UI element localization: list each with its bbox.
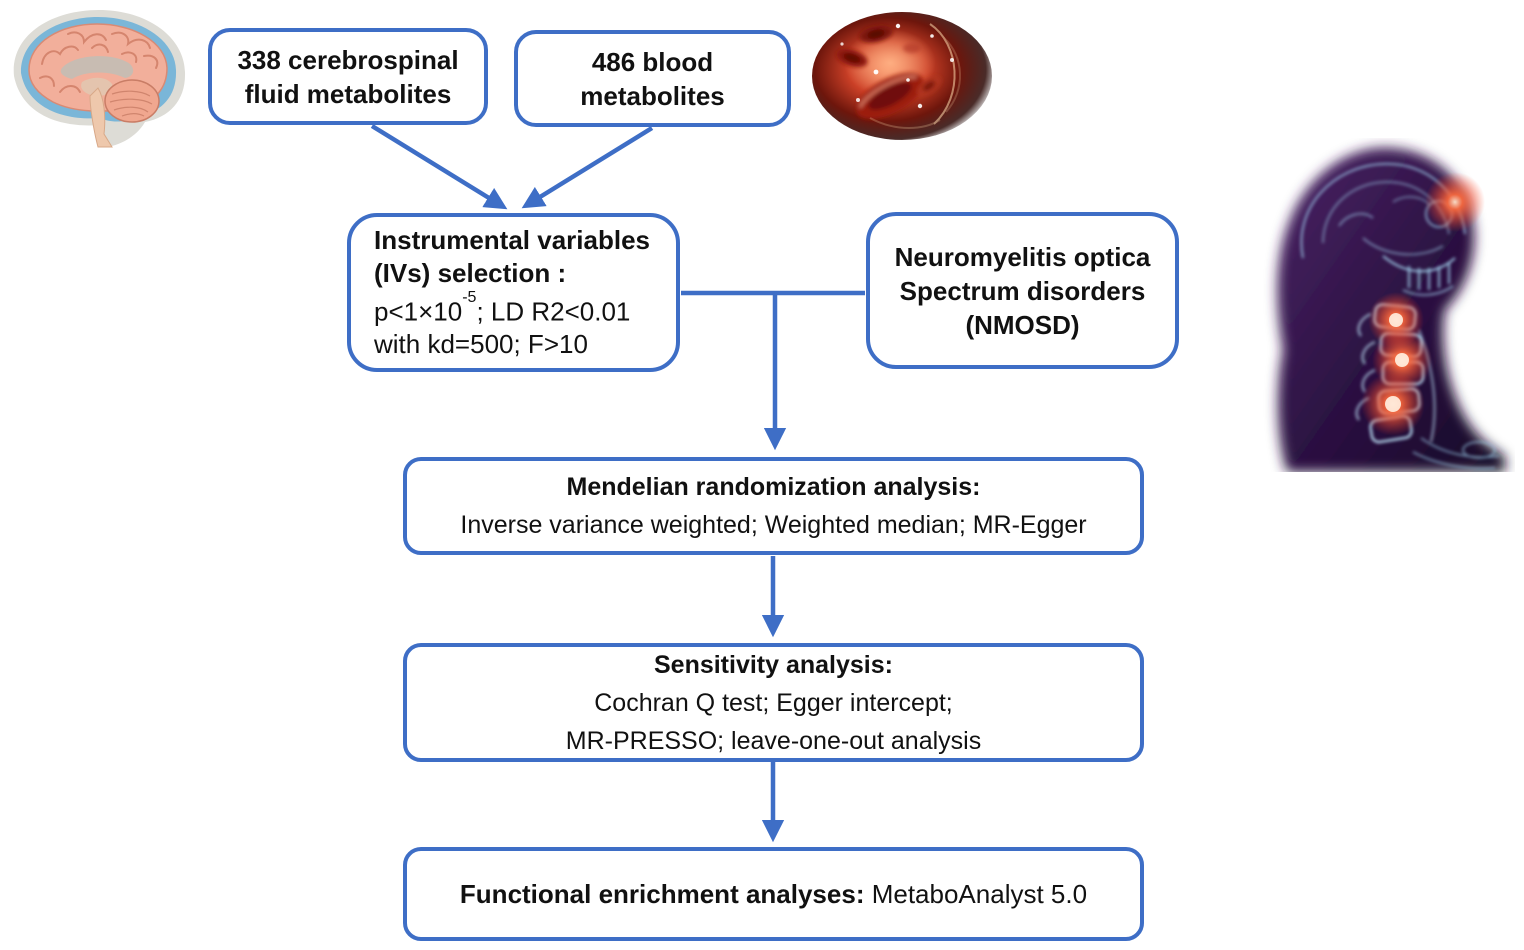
node-title: (IVs) selection : — [374, 257, 567, 288]
node-text: 338 cerebrospinal — [237, 44, 459, 75]
node-text: 486 blood — [591, 46, 714, 77]
node-csf-metabolites: 338 cerebrospinal fluid metabolites — [208, 28, 488, 125]
node-nmosd: Neuromyelitis optica Spectrum disorders … — [866, 212, 1179, 369]
brain-illustration — [4, 4, 190, 148]
formula-text: ; LD R2<0.01 — [476, 296, 631, 327]
node-title: Sensitivity analysis: — [653, 650, 893, 679]
node-text: (NMOSD) — [965, 309, 1080, 340]
node-text: Spectrum disorders — [899, 275, 1146, 306]
exponent: -5 — [462, 288, 477, 306]
arrow-csf-to-ivs — [370, 124, 508, 210]
node-title: Mendelian randomization analysis: — [566, 473, 981, 501]
arrow-blood-to-ivs — [521, 126, 654, 209]
node-text: fluid metabolites — [244, 78, 452, 109]
node-body: MR-PRESSO; leave-one-out analysis — [565, 726, 982, 755]
node-mr-analysis: Mendelian randomization analysis: Invers… — [403, 457, 1144, 555]
node-body: p<1×10-5; LD R2<0.01 — [374, 288, 670, 329]
node-title: Functional enrichment analyses: — [459, 879, 865, 909]
node-ivs-selection: Instrumental variables (IVs) selection :… — [347, 213, 680, 372]
node-blood-metabolites: 486 blood metabolites — [514, 30, 791, 127]
node-body: with kd=500; F>10 — [374, 329, 588, 360]
node-functional-enrichment: Functional enrichment analyses: MetaboAn… — [403, 847, 1144, 941]
node-body: Inverse variance weighted; Weighted medi… — [460, 511, 1087, 539]
formula-text: p<1×10 — [374, 296, 463, 327]
node-text: Neuromyelitis optica — [894, 241, 1151, 272]
neck-spine-xray-illustration — [1243, 138, 1515, 473]
node-text: Functional enrichment analyses: MetaboAn… — [460, 877, 1087, 911]
node-body: MetaboAnalyst 5.0 — [864, 879, 1088, 909]
node-body: Cochran Q test; Egger intercept; — [594, 688, 953, 717]
node-sensitivity-analysis: Sensitivity analysis: Cochran Q test; Eg… — [403, 643, 1144, 762]
node-title: Instrumental variables — [374, 224, 650, 255]
blood-vessel-illustration — [812, 8, 994, 148]
node-text: metabolites — [580, 80, 725, 111]
